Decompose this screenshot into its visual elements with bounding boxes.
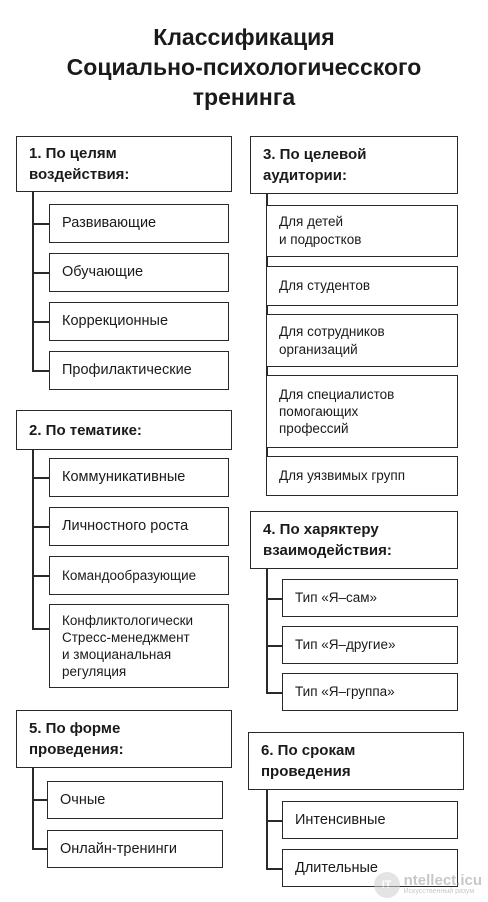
category-item: Для сотрудников организаций <box>266 314 458 367</box>
connector-trunk <box>32 448 34 630</box>
watermark-subtext: Искусственный разум <box>403 888 475 895</box>
diagram-title: Классификация Социально-психологичесског… <box>0 22 488 112</box>
category-item: Коррекционные <box>49 302 229 341</box>
category-item: Конфликтологически Стресс-менеджмент и з… <box>49 604 229 688</box>
connector-branch <box>266 645 282 647</box>
connector-branch <box>266 692 282 694</box>
section-heading-format: 5. По форме проведения: <box>16 710 232 768</box>
category-item: Для детей и подростков <box>266 205 458 257</box>
section-heading-audience: 3. По целевой аудитории: <box>250 136 458 194</box>
watermark-text: ntellect.icu <box>403 872 482 889</box>
section-heading-duration: 6. По срокам проведения <box>248 732 464 790</box>
category-item: Очные <box>47 781 223 819</box>
category-item: Для уязвимых групп <box>266 456 458 496</box>
category-item: Онлайн-тренинги <box>47 830 223 868</box>
section-heading-topics: 2. По тематике: <box>16 410 232 450</box>
connector-branch <box>32 370 49 372</box>
connector-branch <box>32 272 49 274</box>
watermark: IT ntellect.icu Искусственный разум <box>373 872 482 898</box>
connector-trunk <box>266 568 268 693</box>
category-item: Развивающие <box>49 204 229 243</box>
connector-branch <box>32 575 49 577</box>
category-item: Тип «Я–сам» <box>282 579 458 617</box>
category-item: Командообразующие <box>49 556 229 595</box>
category-item: Коммуникативные <box>49 458 229 497</box>
connector-branch <box>266 868 282 870</box>
connector-branch <box>32 321 49 323</box>
connector-trunk <box>266 790 268 870</box>
title-line-3: тренинга <box>192 84 296 110</box>
category-item: Для студентов <box>266 266 458 306</box>
connector-branch <box>32 477 49 479</box>
category-item: Тип «Я–группа» <box>282 673 458 711</box>
connector-branch <box>32 223 49 225</box>
title-line-2: Социально-психологичесского <box>66 54 422 80</box>
connector-branch <box>32 848 47 850</box>
connector-branch <box>32 526 49 528</box>
connector-trunk <box>32 190 34 372</box>
watermark-logo-icon: IT <box>373 872 400 898</box>
connector-branch <box>266 598 282 600</box>
section-heading-goals: 1. По целям воздействия: <box>16 136 232 192</box>
connector-branch <box>32 799 47 801</box>
category-item: Интенсивные <box>282 801 458 839</box>
connector-branch <box>32 628 49 630</box>
category-item: Обучающие <box>49 253 229 292</box>
connector-branch <box>266 820 282 822</box>
category-item: Для специалистов помогающих профессий <box>266 375 458 448</box>
category-item: Длительные <box>282 849 458 887</box>
category-item: Личностного роста <box>49 507 229 546</box>
category-item: Тип «Я–другие» <box>282 626 458 664</box>
title-line-1: Классификация <box>153 24 335 50</box>
connector-trunk <box>32 766 34 850</box>
section-heading-interaction: 4. По харяктеру взаимодействия: <box>250 511 458 569</box>
category-item: Профилактические <box>49 351 229 390</box>
